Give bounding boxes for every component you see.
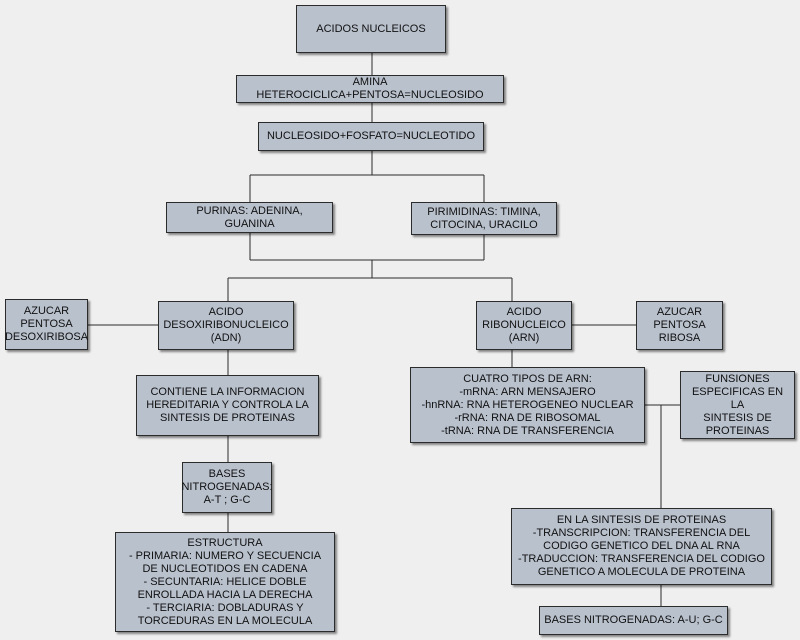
node-bases-adn: BASES NITROGENADAS: A-T ; G-C <box>181 462 273 513</box>
node-adn-info: CONTIENE LA INFORMACION HEREDITARIA Y CO… <box>136 375 319 436</box>
node-bases-arn: BASES NITROGENADAS: A-U; G-C <box>539 606 728 635</box>
node-azucar-ribosa: AZUCAR PENTOSA RIBOSA <box>636 301 723 350</box>
node-estructura: ESTRUCTURA - PRIMARIA: NUMERO Y SECUENCI… <box>115 532 335 632</box>
node-nucleosido: AMINA HETEROCICLICA+PENTOSA=NUCLEOSIDO <box>236 75 504 103</box>
node-azucar-desoxiribosa: AZUCAR PENTOSA DESOXIRIBOSA <box>5 299 88 350</box>
node-arn: ACIDO RIBONUCLEICO (ARN) <box>476 301 572 350</box>
node-nucleotido: NUCLEOSIDO+FOSFATO=NUCLEOTIDO <box>258 122 484 151</box>
node-pirimidinas: PIRIMIDINAS: TIMINA, CITOCINA, URACILO <box>411 202 557 235</box>
node-purinas: PURINAS: ADENINA, GUANINA <box>166 202 333 233</box>
node-arn-tipos: CUATRO TIPOS DE ARN: -mRNA: ARN MENSAJER… <box>410 367 645 443</box>
node-funsiones: FUNSIONES ESPECIFICAS EN LA SINTESIS DE … <box>680 371 795 439</box>
node-acidos-nucleicos: ACIDOS NUCLEICOS <box>296 5 446 53</box>
node-sintesis: EN LA SINTESIS DE PROTEINAS -TRANSCRIPCI… <box>511 508 772 585</box>
node-adn: ACIDO DESOXIRIBONUCLEICO (ADN) <box>158 301 294 350</box>
